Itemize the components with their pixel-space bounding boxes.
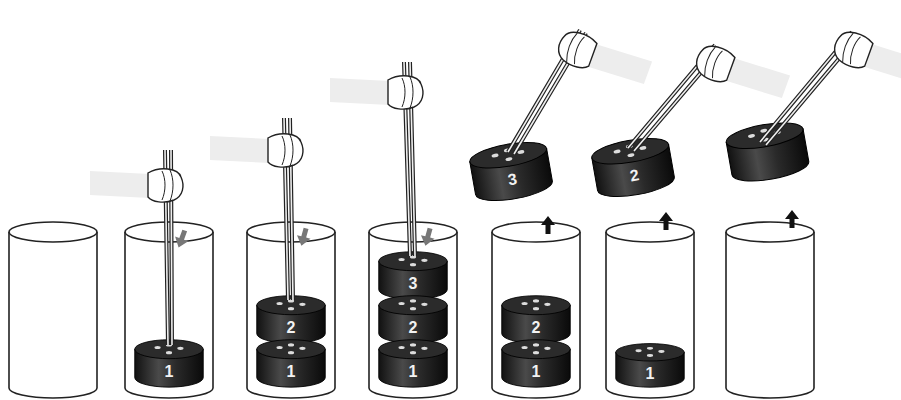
glass-jar (492, 222, 580, 398)
glass-jar (606, 222, 694, 398)
hand (330, 76, 423, 109)
down-arrow (172, 228, 191, 250)
disk: 1 (377, 338, 449, 388)
glass-jar (9, 222, 97, 398)
disk-shape (377, 250, 449, 300)
disk-shape (255, 338, 327, 388)
disk-number: 1 (500, 364, 572, 380)
hand (692, 42, 791, 105)
disk-number: 2 (255, 320, 327, 336)
disk: 1 (614, 342, 686, 388)
disk: 1 (255, 338, 327, 388)
up-arrow (541, 216, 555, 234)
hand (210, 134, 303, 167)
disk: 2 (255, 294, 327, 344)
disk-number: 2 (377, 320, 449, 336)
disk-shape (500, 338, 572, 388)
hand (830, 28, 901, 91)
disk-shape (500, 294, 572, 344)
disk-number: 1 (377, 364, 449, 380)
disk-number: 2 (500, 320, 572, 336)
up-arrow (659, 212, 673, 230)
disk-number: 1 (133, 364, 205, 380)
disk-number: 1 (614, 366, 686, 382)
hand (554, 28, 653, 91)
disk-shape (377, 294, 449, 344)
disk-number: 1 (255, 364, 327, 380)
disk: 1 (133, 338, 205, 388)
down-arrow (295, 226, 313, 247)
disk-number: 3 (377, 276, 449, 292)
disk: 2 (377, 294, 449, 344)
glass-jar (726, 222, 814, 398)
up-arrow (785, 210, 799, 228)
down-arrow (419, 226, 437, 247)
disk-shape (133, 338, 205, 388)
lifted-disk (724, 118, 810, 186)
disk: 2 (500, 294, 572, 344)
disk: 1 (500, 338, 572, 388)
disk-shape (377, 338, 449, 388)
disk: 3 (377, 250, 449, 300)
disk-shape (255, 294, 327, 344)
hand (90, 169, 183, 202)
